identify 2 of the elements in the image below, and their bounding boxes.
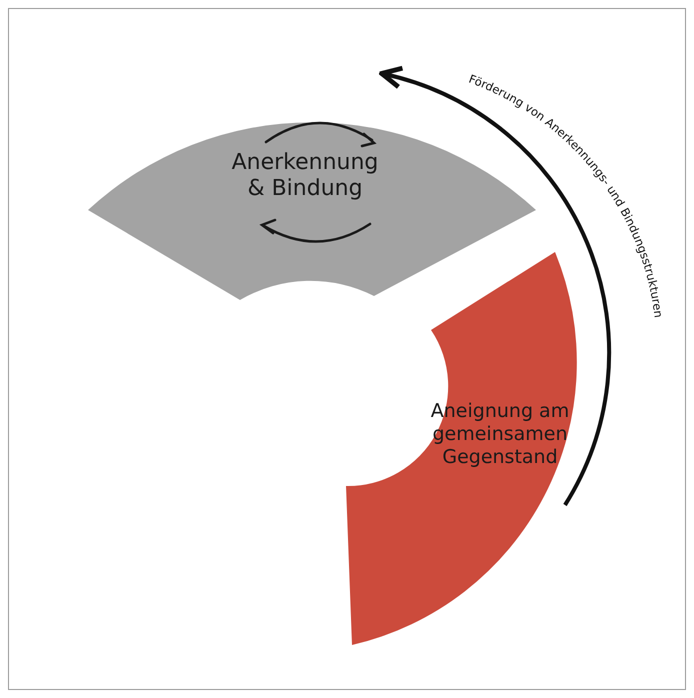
sector-label: Anerkennung & Bindung	[230, 150, 380, 203]
curved-arrow	[379, 66, 611, 506]
